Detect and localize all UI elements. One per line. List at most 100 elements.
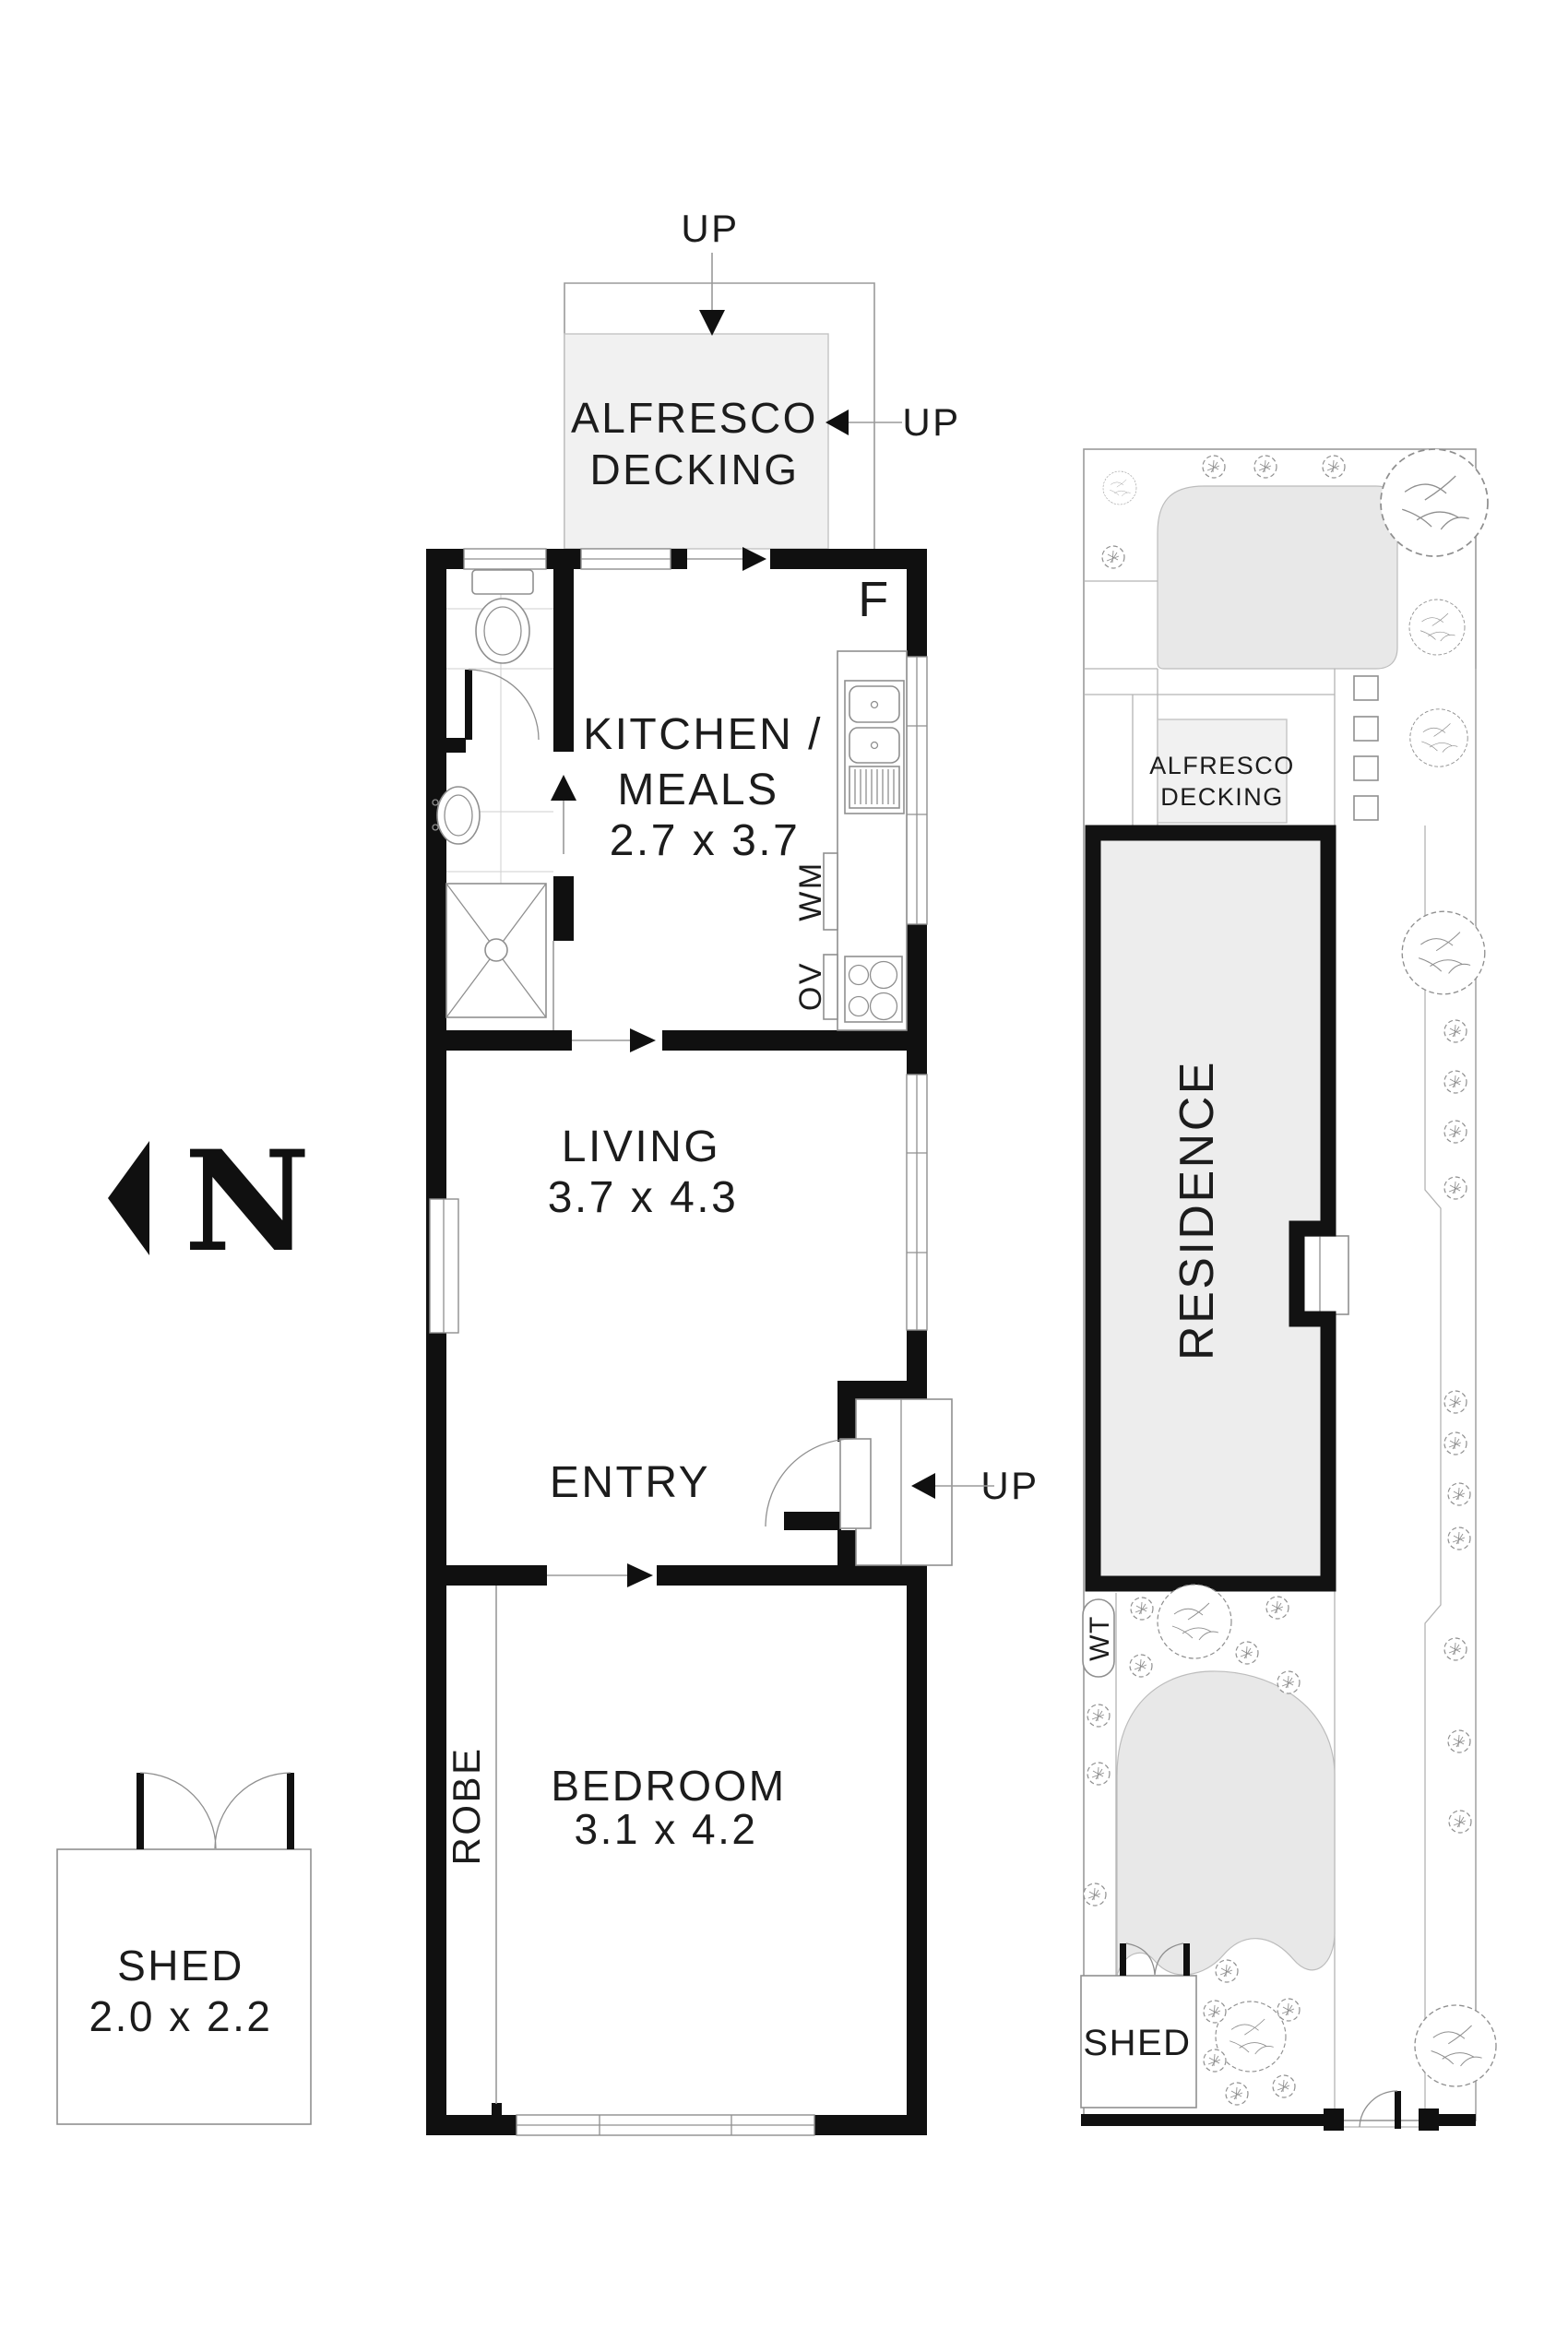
shed-dims: 2.0 x 2.2 [89, 1992, 273, 2040]
floor-plan: ALFRESCO DECKING UP UP [56, 207, 1037, 2136]
water-tank-icon [1082, 1598, 1115, 1678]
bush-icon [1443, 1390, 1467, 1414]
bush-icon [1083, 1883, 1107, 1907]
bush-icon [1129, 1654, 1153, 1678]
gate-swing-icon [1359, 2090, 1398, 2128]
bathroom [432, 569, 576, 1030]
bush-icon [1447, 1482, 1471, 1506]
entry-up-arrow-icon [911, 1473, 935, 1499]
kitchen-dims: 2.7 x 3.7 [610, 816, 801, 865]
alfresco-label-line1: ALFRESCO [571, 394, 818, 442]
window-bathroom-top [463, 548, 547, 570]
bush-icon [1443, 1070, 1467, 1094]
bedroom-arrow-icon [627, 1563, 653, 1587]
bush-icon [1203, 2000, 1227, 2024]
rear-lawn [1157, 485, 1398, 670]
windows [429, 548, 928, 2136]
bush-icon [1202, 455, 1226, 479]
bush-icon [1447, 1526, 1471, 1550]
bush-icon [1443, 1120, 1467, 1144]
shed-plan: SHED 2.0 x 2.2 [56, 1772, 312, 2125]
bush-icon [1215, 1959, 1239, 1983]
alfresco-door-arrow-icon [742, 547, 766, 571]
site-shed: SHED [1080, 1942, 1197, 2108]
door-opening-arrows [547, 547, 766, 1587]
kitchen-label-line2: MEALS [617, 766, 778, 814]
bush-icon [1225, 2082, 1249, 2106]
bush-icon [1101, 545, 1125, 569]
alfresco-label-line2: DECKING [589, 445, 799, 493]
bush-icon [1235, 1641, 1259, 1665]
shed-door-swing-icon [139, 1772, 291, 1849]
alfresco-deck-area [564, 333, 829, 550]
fridge-label: F [858, 572, 891, 627]
washing-machine-icon [823, 852, 838, 931]
porch-landing [855, 1398, 953, 1566]
up-top-label: UP [681, 207, 739, 250]
bush-icon [1443, 1637, 1467, 1661]
living-dims: 3.7 x 4.3 [548, 1173, 739, 1222]
oven-icon [823, 954, 838, 1020]
entry-label: ENTRY [550, 1458, 710, 1507]
site-shed-outline [1080, 1975, 1197, 2108]
bush-icon [1277, 1670, 1301, 1694]
site-residence: RESIDENCE [1085, 825, 1349, 1592]
front-door-swing-icon [765, 1438, 854, 1527]
water-tank-label: WT [1085, 1615, 1115, 1661]
bush-icon [1087, 1762, 1111, 1786]
up-side-arrow-icon [826, 410, 849, 435]
tree-icon [1380, 448, 1489, 557]
oven-label: OV [793, 961, 828, 1011]
front-door-leaf [839, 1438, 872, 1529]
bush-icon [1443, 1176, 1467, 1200]
bush-icon [1253, 455, 1277, 479]
bathroom-entry-arrow-icon [551, 775, 576, 801]
bush-icon [1277, 1998, 1301, 2022]
entry-porch: UP [765, 1398, 1037, 1566]
bush-icon [1087, 1704, 1111, 1728]
bush-icon [1443, 1431, 1467, 1455]
window-living-west [429, 1198, 459, 1334]
window-kitchen-top [580, 548, 671, 570]
robe-label: ROBE [445, 1746, 488, 1865]
toilet-icon [471, 569, 534, 664]
tree-icon [1414, 2004, 1497, 2087]
residence-porch [1301, 1235, 1349, 1315]
bathroom-entry-leader [552, 801, 564, 1030]
residence-label: RESIDENCE [1170, 1060, 1224, 1360]
bathroom-sink-icon [432, 786, 481, 845]
site-alfresco-line1: ALFRESCO [1149, 752, 1295, 779]
bush-icon [1447, 1729, 1471, 1753]
bush-icon [1272, 2074, 1296, 2098]
shed-outline [56, 1848, 312, 2125]
living-label: LIVING [562, 1123, 720, 1171]
site-shed-door-swing-icon [1125, 1942, 1184, 1976]
tree-icon [1157, 1584, 1232, 1659]
tree-icon [1401, 910, 1486, 995]
tree-icon [1409, 708, 1468, 767]
site-alfresco-line2: DECKING [1160, 783, 1284, 811]
shed-label: SHED [117, 1942, 244, 1990]
site-alfresco: ALFRESCO DECKING [1149, 719, 1295, 824]
north-marker: N [108, 1121, 311, 1283]
bush-icon [1448, 1810, 1472, 1834]
bathroom-door-swing-icon [468, 669, 540, 741]
window-living-east [906, 1074, 928, 1331]
window-kitchen-east [906, 656, 928, 925]
up-side-label: UP [902, 400, 960, 444]
north-arrow-icon [108, 1141, 149, 1255]
site-shed-label: SHED [1083, 2023, 1191, 2063]
kitchen-living-arrow-icon [630, 1028, 656, 1052]
window-bedroom-south [516, 2114, 815, 2136]
bush-icon [1265, 1596, 1289, 1620]
front-fence [1081, 2090, 1476, 2131]
kitchen-label-line1: KITCHEN / [583, 710, 823, 759]
stepping-stones [1353, 675, 1379, 821]
shower-icon [445, 883, 547, 1018]
washing-machine-label: WM [793, 861, 828, 921]
residence-outline [1085, 825, 1336, 1592]
tree-icon [1408, 599, 1466, 656]
bush-icon [1130, 1597, 1154, 1621]
bush-icon [1322, 455, 1346, 479]
